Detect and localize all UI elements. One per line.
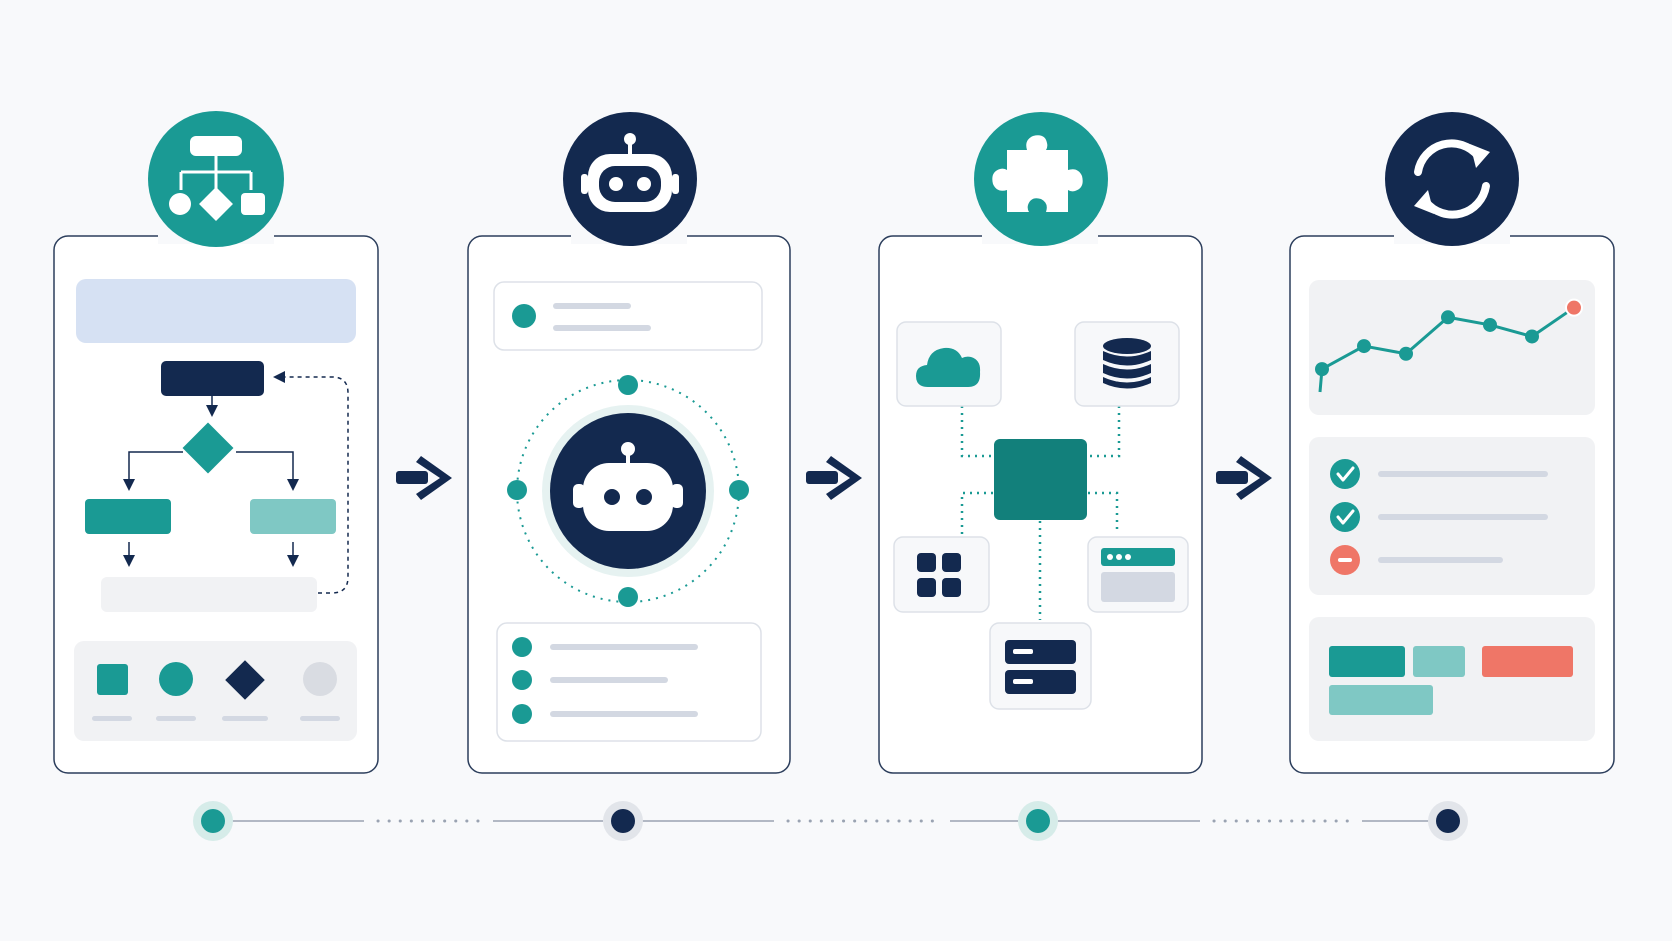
badge-ai-agent — [563, 112, 697, 246]
check-icon — [1330, 459, 1360, 489]
timeline-node — [193, 801, 233, 841]
minus-icon — [1330, 545, 1360, 575]
robot-icon — [581, 133, 679, 212]
trend-point-latest — [1565, 298, 1583, 317]
service-cloud — [896, 321, 1002, 407]
trend-line — [1318, 306, 1575, 393]
trend-panel — [1309, 280, 1595, 415]
robot-icon — [573, 442, 683, 531]
checklist-panel — [1309, 437, 1595, 595]
square-icon — [97, 664, 128, 695]
flow-arrow-2 — [806, 456, 862, 500]
check-icon — [1330, 502, 1360, 532]
flow-arrow-1 — [396, 456, 452, 500]
agent-orbit — [507, 375, 749, 607]
agent-task-list — [496, 622, 762, 742]
refresh-cycle-icon — [1414, 139, 1490, 219]
flowchart-icon — [169, 136, 265, 221]
timeline-node — [1018, 801, 1058, 841]
trend-line-chart — [1315, 298, 1583, 393]
agent-input-card — [493, 281, 763, 351]
workflow-flowchart — [85, 361, 349, 612]
shape-legend — [74, 641, 357, 741]
stage-card-integration — [878, 112, 1203, 774]
trend-point — [1441, 310, 1455, 325]
orbit-node — [618, 375, 638, 395]
circle-icon — [159, 662, 193, 696]
server-icon — [1005, 640, 1076, 694]
browser-window-icon — [1101, 548, 1175, 602]
stage-card-ai-agent — [467, 112, 791, 774]
trend-point — [1357, 339, 1371, 354]
service-apps — [893, 536, 990, 613]
timeline-node — [1428, 801, 1468, 841]
integration-hub — [893, 321, 1189, 710]
trend-point — [1315, 362, 1329, 377]
flow-arrow-3 — [1216, 456, 1272, 500]
header-bar — [76, 279, 356, 343]
stage-card-workflow-design — [53, 111, 379, 774]
trend-point — [1483, 317, 1497, 332]
stage-card-continuous-improvement — [1289, 112, 1615, 774]
orbit-node — [507, 480, 527, 500]
badge-continuous-improvement — [1385, 112, 1519, 246]
badge-integration — [974, 112, 1108, 246]
badge-workflow-design — [148, 111, 284, 247]
grid-apps-icon — [917, 553, 961, 597]
cloud-icon — [916, 347, 981, 387]
orbit-node — [618, 587, 638, 607]
trend-point — [1399, 346, 1413, 361]
service-server — [989, 622, 1092, 710]
database-icon — [1103, 338, 1151, 389]
puzzle-icon — [992, 135, 1083, 212]
timeline-node — [603, 801, 643, 841]
progress-timeline — [193, 801, 1468, 841]
orbit-node — [729, 480, 749, 500]
trend-point — [1525, 329, 1539, 344]
status-bars-panel — [1309, 617, 1595, 741]
diamond-icon — [225, 660, 265, 700]
circle-icon — [303, 662, 337, 696]
service-database — [1074, 321, 1180, 407]
service-browser — [1087, 536, 1189, 613]
